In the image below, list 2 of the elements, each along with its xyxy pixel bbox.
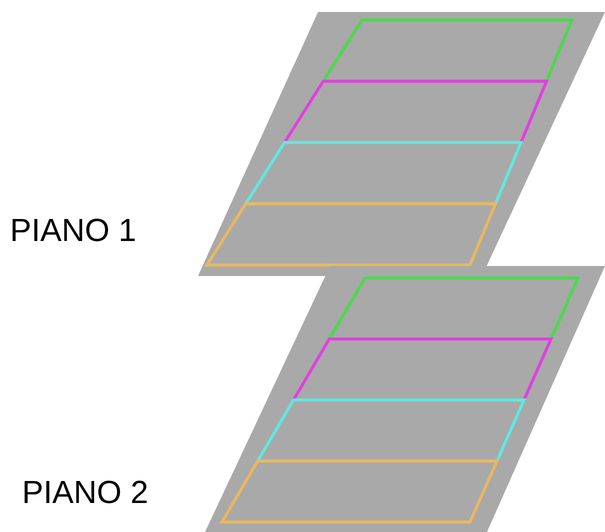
- floor-label: PIANO 1: [10, 211, 136, 250]
- floor-label: PIANO 2: [22, 473, 148, 512]
